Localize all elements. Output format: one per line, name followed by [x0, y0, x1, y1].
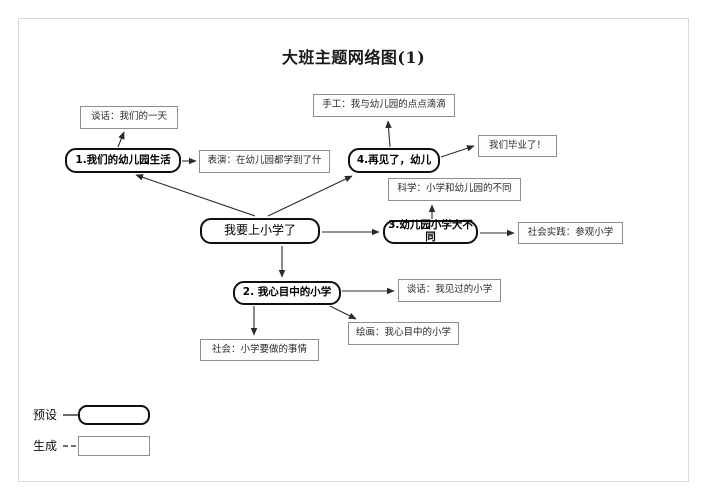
legend-box-preset — [78, 405, 150, 425]
node-leaf-1-2[interactable]: 表演：在幼儿园都学到了什 — [199, 150, 330, 173]
edge-center-to-branch4 — [267, 175, 353, 217]
node-leaf-2-1-label: 谈话：我见过的小学 — [406, 284, 493, 296]
node-branch-2[interactable]: 2. 我心目中的小学 — [233, 281, 341, 305]
node-leaf-2-1[interactable]: 谈话：我见过的小学 — [398, 279, 501, 302]
node-leaf-3-2[interactable]: 社会实践：参观小学 — [518, 222, 623, 244]
node-branch-4-label: 4.再见了，幼儿 — [356, 153, 432, 166]
node-leaf-2-3-label: 社会：小学要做的事情 — [211, 343, 307, 355]
node-center-label: 我要上小学了 — [223, 223, 296, 238]
node-branch-1-label: 1.我们的幼儿园生活 — [75, 153, 171, 166]
node-branch-1[interactable]: 1.我们的幼儿园生活 — [65, 148, 181, 173]
page-frame-right — [688, 18, 689, 482]
page-frame-top — [18, 18, 689, 19]
legend-label-generated: 生成 — [33, 439, 58, 453]
page-frame-left — [18, 18, 19, 482]
edge-branch4-to-leaf42 — [440, 145, 475, 158]
node-leaf-1-1-label: 谈话：我们的一天 — [90, 111, 167, 123]
node-branch-2-label: 2. 我心目中的小学 — [242, 286, 332, 299]
node-leaf-1-1[interactable]: 谈话：我们的一天 — [80, 106, 178, 129]
edge-branch1-to-leaf11 — [117, 131, 125, 148]
node-branch-4[interactable]: 4.再见了，幼儿 — [348, 148, 440, 173]
node-leaf-1-2-label: 表演：在幼儿园都学到了什 — [207, 155, 322, 167]
node-leaf-3-1-label: 科学：小学和幼儿园的不同 — [397, 183, 512, 195]
node-leaf-4-1-label: 手工：我与幼儿园的点点滴滴 — [322, 99, 446, 111]
node-center[interactable]: 我要上小学了 — [200, 218, 320, 244]
node-leaf-3-1[interactable]: 科学：小学和幼儿园的不同 — [388, 178, 521, 201]
node-leaf-2-3[interactable]: 社会：小学要做的事情 — [200, 339, 319, 361]
edge-center-to-branch1 — [135, 174, 256, 217]
node-leaf-4-1[interactable]: 手工：我与幼儿园的点点滴滴 — [313, 94, 455, 117]
node-branch-3-label: 3.幼儿园小学大不同 — [388, 219, 473, 243]
node-leaf-3-2-label: 社会实践：参观小学 — [527, 226, 614, 238]
page-frame-bottom — [18, 481, 689, 482]
node-branch-3[interactable]: 3.幼儿园小学大不同 — [383, 220, 478, 244]
node-leaf-4-2-label: 我们毕业了！ — [488, 139, 546, 151]
page-title: 大班主题网络图(1) — [281, 48, 426, 67]
node-leaf-2-2-label: 绘画：我心目中的小学 — [355, 327, 451, 339]
legend-box-generated — [78, 436, 150, 456]
edge-branch4-to-leaf41 — [385, 120, 392, 148]
legend-label-preset: 预设 — [33, 408, 58, 422]
edge-branch2-to-leaf22 — [329, 305, 357, 320]
node-leaf-2-2[interactable]: 绘画：我心目中的小学 — [348, 322, 459, 345]
node-leaf-4-2[interactable]: 我们毕业了！ — [478, 135, 557, 157]
